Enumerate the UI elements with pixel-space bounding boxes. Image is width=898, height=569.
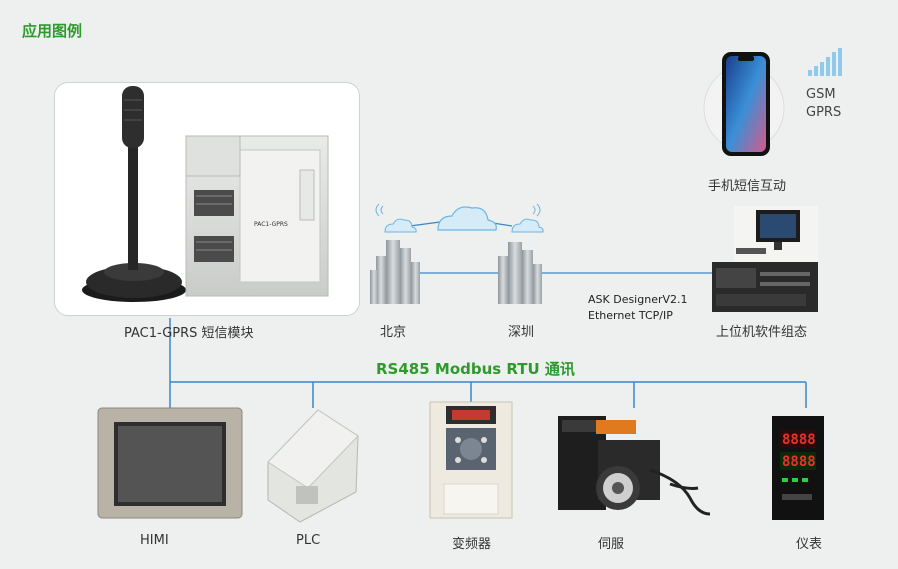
building-icon: [370, 240, 420, 304]
cloud-icon: [437, 206, 497, 231]
cloud-icon: [384, 218, 544, 233]
device-label-servo: 伺服: [598, 537, 625, 552]
meter-icon: 8888 8888: [772, 416, 824, 520]
inverter-icon: [429, 401, 513, 519]
rs485-bus: [169, 318, 807, 408]
city-shenzhen: 深圳: [508, 325, 535, 340]
signal-text: GSM GPRS: [806, 86, 841, 122]
module-label: PAC1-GPRS 短信模块: [124, 326, 254, 341]
signal-gsm: GSM: [806, 87, 836, 102]
gprs-module-icon: [185, 135, 329, 297]
svg-text:8888: 8888: [782, 454, 816, 470]
signal-gprs: GPRS: [806, 105, 842, 120]
city-beijing: 北京: [380, 325, 407, 340]
bus-label: RS485 Modbus RTU 通讯: [376, 360, 575, 378]
wifi-icon: [375, 203, 541, 217]
page-title: 应用图例: [22, 22, 83, 40]
svg-text:8888: 8888: [782, 432, 816, 448]
antenna-icon: [82, 86, 186, 302]
hmi-icon: [97, 407, 243, 519]
device-label-inverter: 变频器: [452, 537, 492, 552]
network-protocol: Ethernet TCP/IP: [588, 309, 673, 322]
phone-label: 手机短信互动: [708, 179, 787, 194]
plc-icon: [267, 409, 359, 523]
computer-label: 上位机软件组态: [716, 325, 808, 340]
building-icon: [498, 242, 542, 304]
servo-icon: [558, 416, 711, 516]
network-software: ASK DesignerV2.1: [588, 293, 688, 306]
module-device-text: PAC1-GPRS: [254, 221, 288, 228]
signal-bars-icon: [808, 48, 842, 76]
computer-icon: [712, 206, 818, 312]
device-label-plc: PLC: [296, 533, 321, 548]
phone-icon: [703, 52, 785, 156]
device-label-himi: HIMI: [140, 533, 169, 548]
device-label-meter: 仪表: [796, 537, 823, 552]
